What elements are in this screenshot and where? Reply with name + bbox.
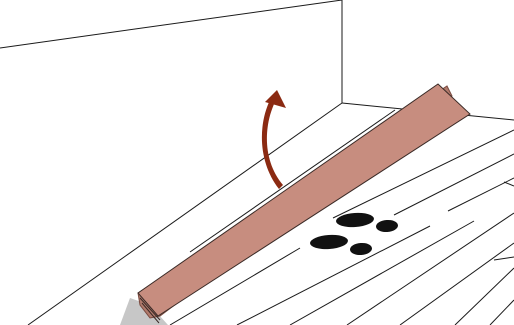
plank-line: [454, 267, 514, 325]
plank-line: [489, 299, 514, 325]
sole-heel: [376, 219, 398, 233]
plank-line: [346, 212, 514, 325]
board-shadow: [120, 298, 168, 325]
plank-line: [399, 242, 514, 325]
board-edge-line: [139, 297, 161, 321]
sole-front: [310, 234, 348, 250]
sole-front: [336, 212, 374, 228]
left-wall-top-line: [0, 0, 343, 49]
plank-line: [289, 220, 475, 325]
left-wall-floor-line: [27, 102, 343, 325]
plank-line: [447, 177, 514, 212]
board-top: [137, 83, 471, 317]
sole-heel: [350, 242, 372, 256]
plank-line: [236, 225, 431, 325]
plank-line: [393, 153, 514, 216]
plank-line: [332, 129, 514, 219]
footprint-icon: [336, 212, 398, 233]
board-edge-line: [141, 302, 160, 324]
plank-line: [169, 247, 301, 325]
plank-line: [189, 109, 396, 253]
floor-board: [137, 83, 471, 324]
plank-line: [493, 256, 514, 261]
arrow-shaft: [261, 100, 283, 189]
footprint-icon: [310, 234, 372, 256]
arrow-head: [265, 90, 286, 108]
curved-up-arrow-icon: [261, 90, 286, 189]
plank-line: [503, 181, 514, 187]
